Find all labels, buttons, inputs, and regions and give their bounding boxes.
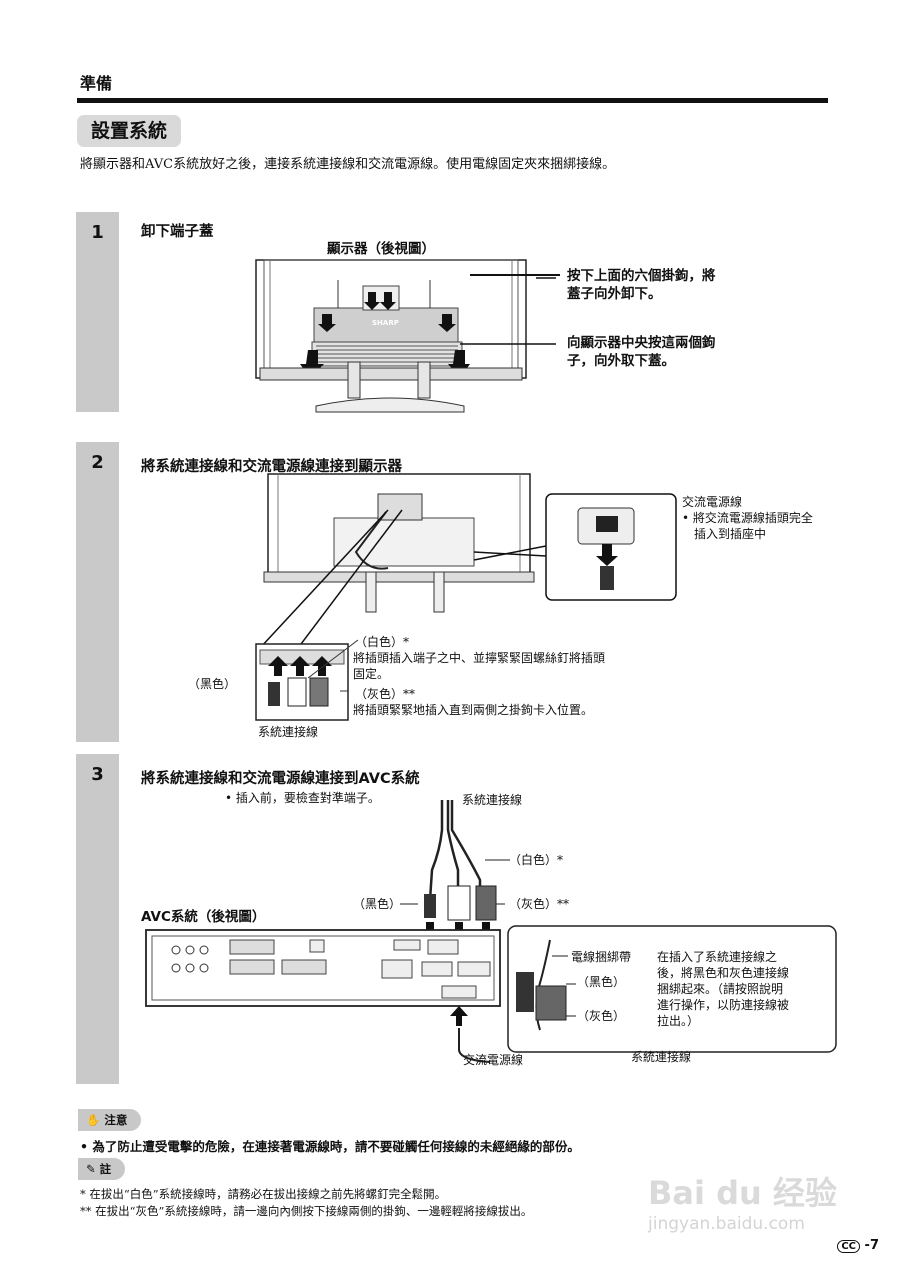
step-2-title: 將系統連接線和交流電源線連接到顯示器 — [141, 459, 402, 475]
note-badge: ✎ 註 — [78, 1158, 126, 1180]
step-3-ac-label: 交流電源線 — [463, 1053, 524, 1067]
band-desc-4: 進行操作，以防連接線被 — [657, 998, 790, 1012]
band-desc-2: 後，將黑色和灰色連接線 — [657, 966, 790, 980]
step-3-white-label: （白色）* — [509, 853, 564, 867]
page-title: 設置系統 — [77, 115, 182, 147]
avc-connection-illustration — [145, 800, 837, 1063]
caution-text: • 為了防止遭受電擊的危險，在連接著電源線時，請不要碰觸任何接線的未經絕緣的部份… — [80, 1139, 580, 1154]
band-desc-5: 拉出。） — [657, 1014, 700, 1028]
display-rear-illustration: SHARP — [255, 259, 556, 413]
band-desc-3: 捆綁起來。（請按照說明 — [657, 982, 784, 996]
band-label: 電線捆綁帶 — [571, 950, 632, 964]
step-2-white-desc-1: 將插頭插入端子之中、並擰緊緊固螺絲釘將插頭 — [353, 651, 606, 665]
step-3-cable-label: 系統連接線 — [462, 793, 523, 807]
caution-badge: ✋ 注意 — [78, 1109, 142, 1131]
caution-label: 注意 — [104, 1113, 128, 1127]
step-3-gray-label: （灰色）** — [509, 897, 570, 911]
step-2-black-label: （黑色） — [188, 677, 237, 691]
band-black-label: （黑色） — [577, 975, 626, 989]
page-prefix: CC — [837, 1240, 861, 1253]
step-2-white-desc-2: 固定。 — [353, 667, 390, 681]
avc-label: AVC系統（後視圖） — [141, 909, 266, 925]
step-3-number: 3 — [91, 764, 104, 785]
note-item-1: * 在拔出“白色”系統接線時，請務必在拔出接線之前先將螺釘完全鬆開。 — [80, 1187, 447, 1201]
step-3-black-label: （黑色） — [353, 897, 402, 911]
step-3-bar: 3 — [76, 754, 119, 1084]
band-desc-1: 在插入了系統連接線之 — [657, 950, 778, 964]
callout-b-line1: 向顯示器中央按這兩個鉤 — [567, 335, 716, 351]
step-2-cable-label: 系統連接線 — [258, 725, 319, 739]
step-1-figure-label: 顯示器（後視圖） — [327, 241, 435, 257]
note-label: 註 — [99, 1162, 112, 1176]
intro-text: 將顯示器和AVC系統放好之後，連接系統連接線和交流電源線。使用電線固定夾來捆綁接… — [80, 157, 616, 172]
step-3-cable-label-2: 系統連接線 — [631, 1050, 692, 1064]
step-2-bar: 2 — [76, 442, 119, 742]
callout-b-line2: 子，向外取下蓋。 — [567, 353, 675, 369]
sharp-logo: SHARP — [372, 319, 399, 327]
section-header: 準備 — [80, 74, 113, 93]
watermark-url: jingyan.baidu.com — [648, 1214, 805, 1234]
step-2-gray-desc: 將插頭緊緊地插入直到兩側之掛鉤卡入位置。 — [353, 703, 594, 717]
page-number: CC -7 — [837, 1238, 879, 1253]
step-2-ac-title: 交流電源線 — [682, 495, 743, 509]
step-3-title: 將系統連接線和交流電源線連接到AVC系統 — [141, 771, 420, 787]
band-gray-label: （灰色） — [577, 1009, 626, 1023]
callout-a-line2: 蓋子向外卸下。 — [567, 286, 662, 302]
watermark-logo: Bai du 经验 — [648, 1174, 837, 1212]
step-1-bar: 1 — [76, 212, 119, 412]
display-connection-illustration — [255, 473, 677, 721]
step-2-ac-bullet-2: 插入到插座中 — [694, 527, 767, 541]
step-2-ac-bullet-1: • 將交流電源線插頭完全 — [682, 511, 813, 525]
header-rule — [77, 98, 828, 103]
page-number-value: -7 — [864, 1238, 879, 1253]
step-1-number: 1 — [91, 222, 104, 243]
callout-a-line1: 按下上面的六個掛鉤，將 — [567, 268, 716, 284]
note-item-2: ** 在拔出“灰色”系統接線時，請一邊向內側按下接線兩側的掛鉤、一邊輕輕將接線拔… — [80, 1204, 533, 1218]
step-2-white-label: （白色）* — [355, 635, 410, 649]
step-3-bullet: • 插入前，要檢查對準端子。 — [225, 791, 380, 805]
step-2-gray-label: （灰色）** — [355, 687, 416, 701]
step-2-number: 2 — [91, 452, 104, 473]
step-1-title: 卸下端子蓋 — [141, 224, 214, 240]
callout-line-a — [470, 274, 560, 276]
